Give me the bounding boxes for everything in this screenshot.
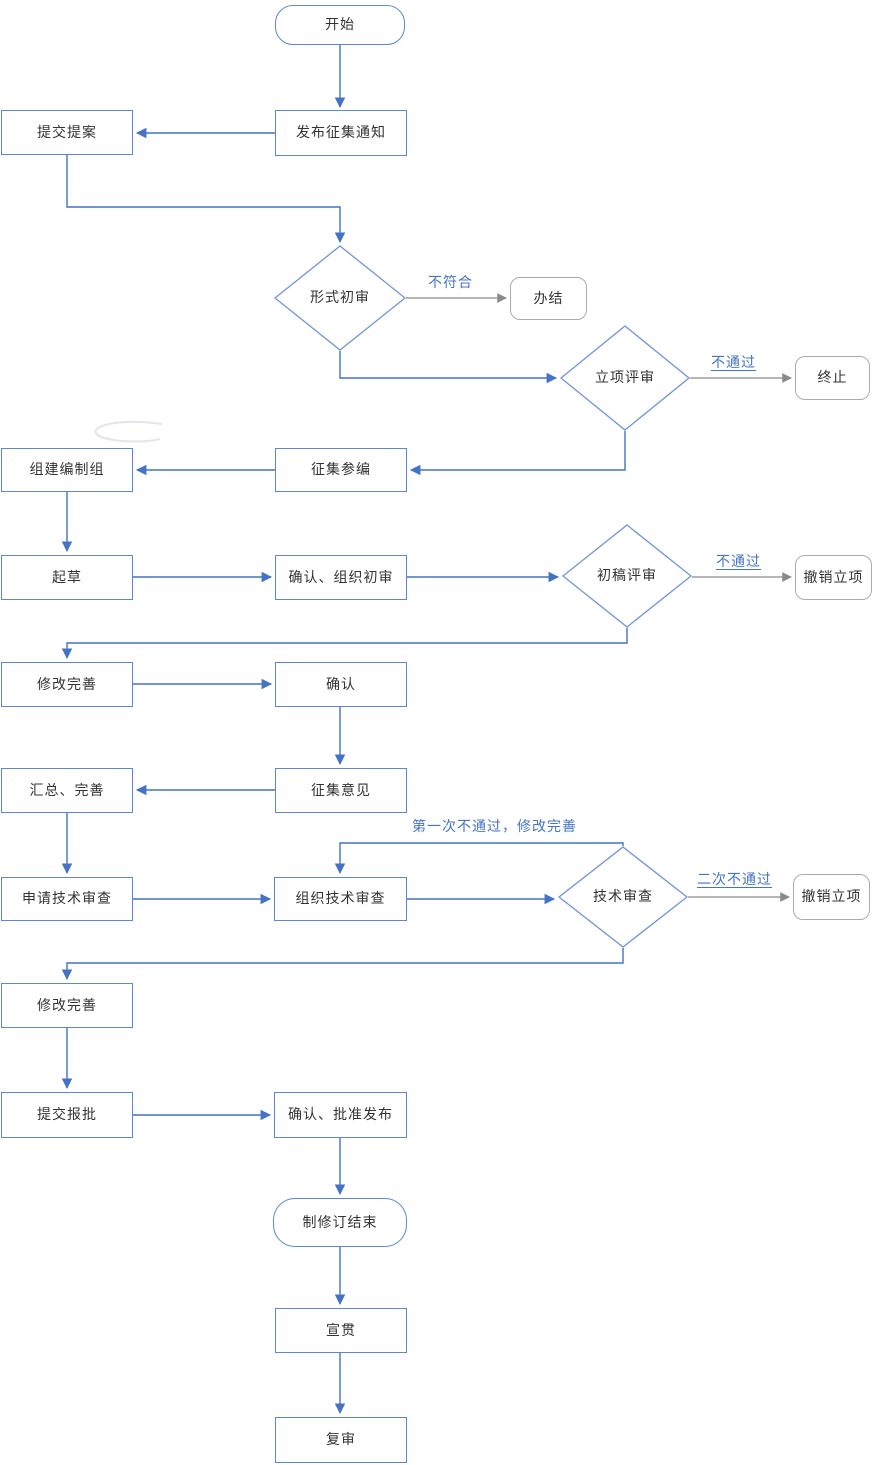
node-confirm-approve-publish: 确认、批准发布 [274, 1092, 407, 1138]
edge-label-second-fail: 二次不通过 [697, 871, 772, 887]
edge-label-not-pass-project: 不通过 [711, 354, 756, 370]
node-draft-review: 初稿评审 [562, 524, 692, 628]
node-revision-end: 制修订结束 [273, 1198, 407, 1247]
node-close-case: 办结 [510, 277, 587, 320]
diamond-outline [560, 325, 690, 431]
node-submit-approval: 提交报批 [1, 1092, 133, 1138]
node-solicit-comments: 征集意见 [275, 768, 407, 813]
node-confirm-org-review: 确认、组织初审 [275, 555, 407, 600]
node-project-review: 立项评审 [560, 325, 690, 431]
node-tech-review: 技术审查 [558, 846, 688, 948]
node-recruit-participants: 征集参编 [275, 448, 407, 492]
node-revoke-project-2: 撤销立项 [793, 874, 870, 920]
edge-label-first-fail: 第一次不通过，修改完善 [412, 818, 577, 834]
node-form-drafting-group: 组建编制组 [1, 448, 133, 492]
node-terminate: 终止 [795, 356, 870, 400]
diamond-outline [562, 524, 692, 628]
node-form-review: 形式初审 [274, 245, 406, 351]
edge-label-not-conform: 不符合 [428, 274, 473, 290]
edge-label-not-pass-draft: 不通过 [716, 553, 761, 569]
node-revoke-project-1: 撤销立项 [795, 555, 872, 600]
node-promote: 宣贯 [275, 1308, 407, 1353]
node-organize-tech-review: 组织技术审查 [274, 877, 407, 921]
diamond-outline [274, 245, 406, 351]
node-draft: 起草 [1, 555, 133, 600]
node-revise-1: 修改完善 [1, 662, 133, 707]
node-summarize-improve: 汇总、完善 [1, 768, 133, 813]
node-apply-tech-review: 申请技术审查 [1, 877, 133, 921]
node-confirm: 确认 [275, 662, 407, 707]
node-publish-notice: 发布征集通知 [275, 110, 407, 156]
diamond-outline [558, 846, 688, 948]
node-submit-proposal: 提交提案 [1, 110, 133, 155]
squiggle-artifact [94, 420, 163, 443]
node-revise-2: 修改完善 [1, 983, 133, 1028]
node-start: 开始 [275, 5, 405, 45]
node-recheck: 复审 [275, 1417, 407, 1463]
